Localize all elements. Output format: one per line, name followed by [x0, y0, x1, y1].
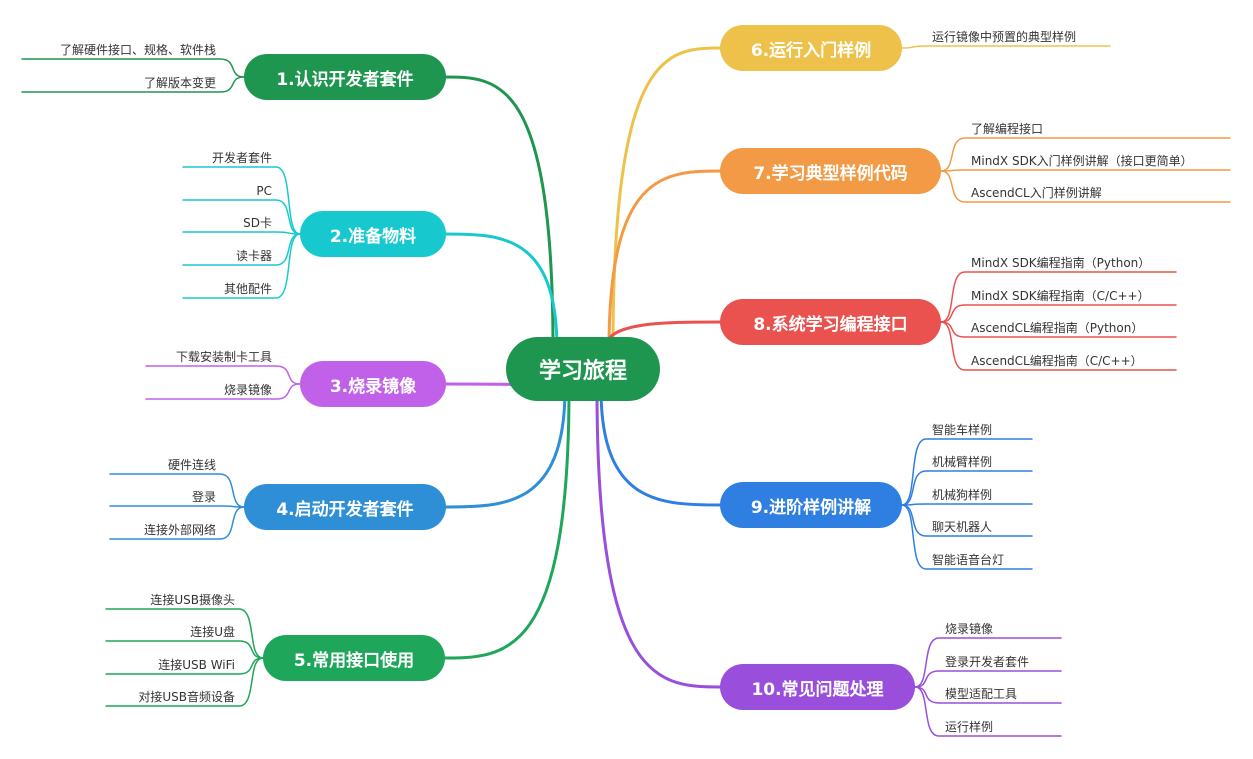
- leaf-t1-0[interactable]: 了解硬件接口、规格、软件栈: [59, 43, 216, 57]
- leaf-line-t4-0: [109, 473, 245, 508]
- branch-t4: [442, 387, 567, 509]
- leaf-t5-2[interactable]: 连接USB WiFi: [158, 658, 235, 672]
- leaf-t2-4[interactable]: 其他配件: [223, 282, 272, 296]
- leaf-t8-0[interactable]: MindX SDK编程指南（Python）: [971, 256, 1151, 270]
- branch-t7: [607, 169, 724, 351]
- leaf-t10-0[interactable]: 烧录镜像: [945, 622, 994, 636]
- topic-t3[interactable]: 3.烧录镜像: [300, 361, 446, 407]
- leaf-line-t8-0: [940, 271, 1177, 323]
- leaf-line-t7-2: [940, 170, 1231, 203]
- leaf-line-t7-1: [940, 169, 1231, 172]
- leaf-line-t10-3: [914, 686, 1062, 737]
- leaf-t9-0[interactable]: 智能车样例: [932, 423, 993, 437]
- leaf-line-t2-3: [182, 233, 301, 266]
- leaf-t5-0[interactable]: 连接USB摄像头: [150, 593, 235, 607]
- leaf-line-t5-3: [105, 657, 264, 707]
- topic-t1[interactable]: 1.认识开发者套件: [244, 54, 446, 100]
- leaf-t3-0[interactable]: 下载安装制卡工具: [175, 350, 272, 364]
- leaf-line-t4-2: [109, 506, 245, 540]
- leaf-t5-1[interactable]: 连接U盘: [190, 625, 235, 639]
- leaf-line-t6-0: [901, 45, 1111, 49]
- leaf-t10-3[interactable]: 运行样例: [945, 720, 994, 734]
- leaf-t2-0[interactable]: 开发者套件: [211, 151, 272, 165]
- leaf-line-t2-0: [182, 166, 301, 235]
- leaf-t4-0[interactable]: 硬件连线: [167, 458, 216, 472]
- leaf-line-t2-1: [182, 199, 301, 235]
- leaf-t2-3[interactable]: 读卡器: [235, 249, 272, 263]
- topic-t2[interactable]: 2.准备物料: [300, 211, 446, 257]
- leaf-t6-0[interactable]: 运行镜像中预置的典型样例: [932, 30, 1077, 44]
- leaf-t7-2[interactable]: AscendCL入门样例讲解: [971, 186, 1102, 200]
- leaf-line-t8-1: [940, 304, 1177, 323]
- leaf-line-t1-1: [21, 76, 245, 93]
- leaf-line-t9-4: [901, 504, 1033, 570]
- branch-t1: [442, 75, 555, 351]
- leaf-t9-2[interactable]: 机械狗样例: [932, 488, 993, 502]
- leaf-line-t4-1: [109, 505, 245, 508]
- topic-t4[interactable]: 4.启动开发者套件: [244, 484, 446, 530]
- leaf-t10-2[interactable]: 模型适配工具: [945, 687, 1018, 701]
- branch-t10: [595, 387, 724, 689]
- branch-t9: [599, 387, 724, 507]
- leaf-line-t3-0: [145, 365, 301, 385]
- leaf-t3-1[interactable]: 烧录镜像: [223, 383, 272, 397]
- leaf-line-t10-1: [914, 670, 1062, 688]
- branch-t6: [611, 46, 724, 351]
- leaf-line-t9-0: [901, 438, 1033, 506]
- topic-t10[interactable]: 10.常见问题处理: [720, 664, 915, 710]
- leaf-line-t2-2: [182, 231, 301, 235]
- leaf-line-t2-4: [182, 233, 301, 299]
- topic-t9[interactable]: 9.进阶样例讲解: [720, 482, 902, 528]
- leaf-line-t7-0: [940, 137, 1231, 172]
- topic-t6[interactable]: 6.运行入门样例: [720, 25, 902, 71]
- leaf-t2-2[interactable]: SD卡: [243, 216, 272, 230]
- leaf-t7-1[interactable]: MindX SDK入门样例讲解（接口更简单）: [971, 154, 1193, 168]
- leaf-t4-1[interactable]: 登录: [191, 490, 216, 504]
- topic-t5[interactable]: 5.常用接口使用: [263, 635, 445, 681]
- leaf-t9-1[interactable]: 机械臂样例: [932, 455, 993, 469]
- leaf-line-t5-0: [105, 608, 264, 659]
- leaf-line-t5-1: [105, 640, 264, 659]
- leaf-t8-1[interactable]: MindX SDK编程指南（C/C++）: [971, 289, 1150, 303]
- leaf-line-t1-0: [21, 58, 245, 78]
- leaf-t9-3[interactable]: 聊天机器人: [932, 520, 993, 534]
- leaf-t10-1[interactable]: 登录开发者套件: [945, 655, 1030, 669]
- leaf-t5-3[interactable]: 对接USB音频设备: [138, 690, 235, 704]
- branch-t2: [442, 232, 559, 351]
- leaf-t8-2[interactable]: AscendCL编程指南（Python）: [971, 321, 1144, 335]
- topic-t7[interactable]: 7.学习典型样例代码: [720, 148, 941, 194]
- leaf-line-t10-0: [914, 637, 1062, 688]
- branch-t5: [441, 387, 571, 660]
- central-topic[interactable]: 学习旅程: [506, 337, 660, 401]
- leaf-line-t3-1: [145, 383, 301, 400]
- topic-t8[interactable]: 8.系统学习编程接口: [720, 299, 941, 345]
- leaf-t7-0[interactable]: 了解编程接口: [971, 122, 1044, 136]
- leaf-line-t9-2: [901, 503, 1033, 506]
- leaf-line-t9-3: [901, 504, 1033, 537]
- leaf-t1-1[interactable]: 了解版本变更: [143, 76, 216, 90]
- leaf-line-t9-1: [901, 470, 1033, 506]
- leaf-t4-2[interactable]: 连接外部网络: [143, 523, 216, 537]
- leaf-t2-1[interactable]: PC: [256, 184, 272, 198]
- leaf-t9-4[interactable]: 智能语音台灯: [932, 553, 1005, 567]
- leaf-line-t8-3: [940, 321, 1177, 371]
- leaf-t8-3[interactable]: AscendCL编程指南（C/C++）: [971, 354, 1143, 368]
